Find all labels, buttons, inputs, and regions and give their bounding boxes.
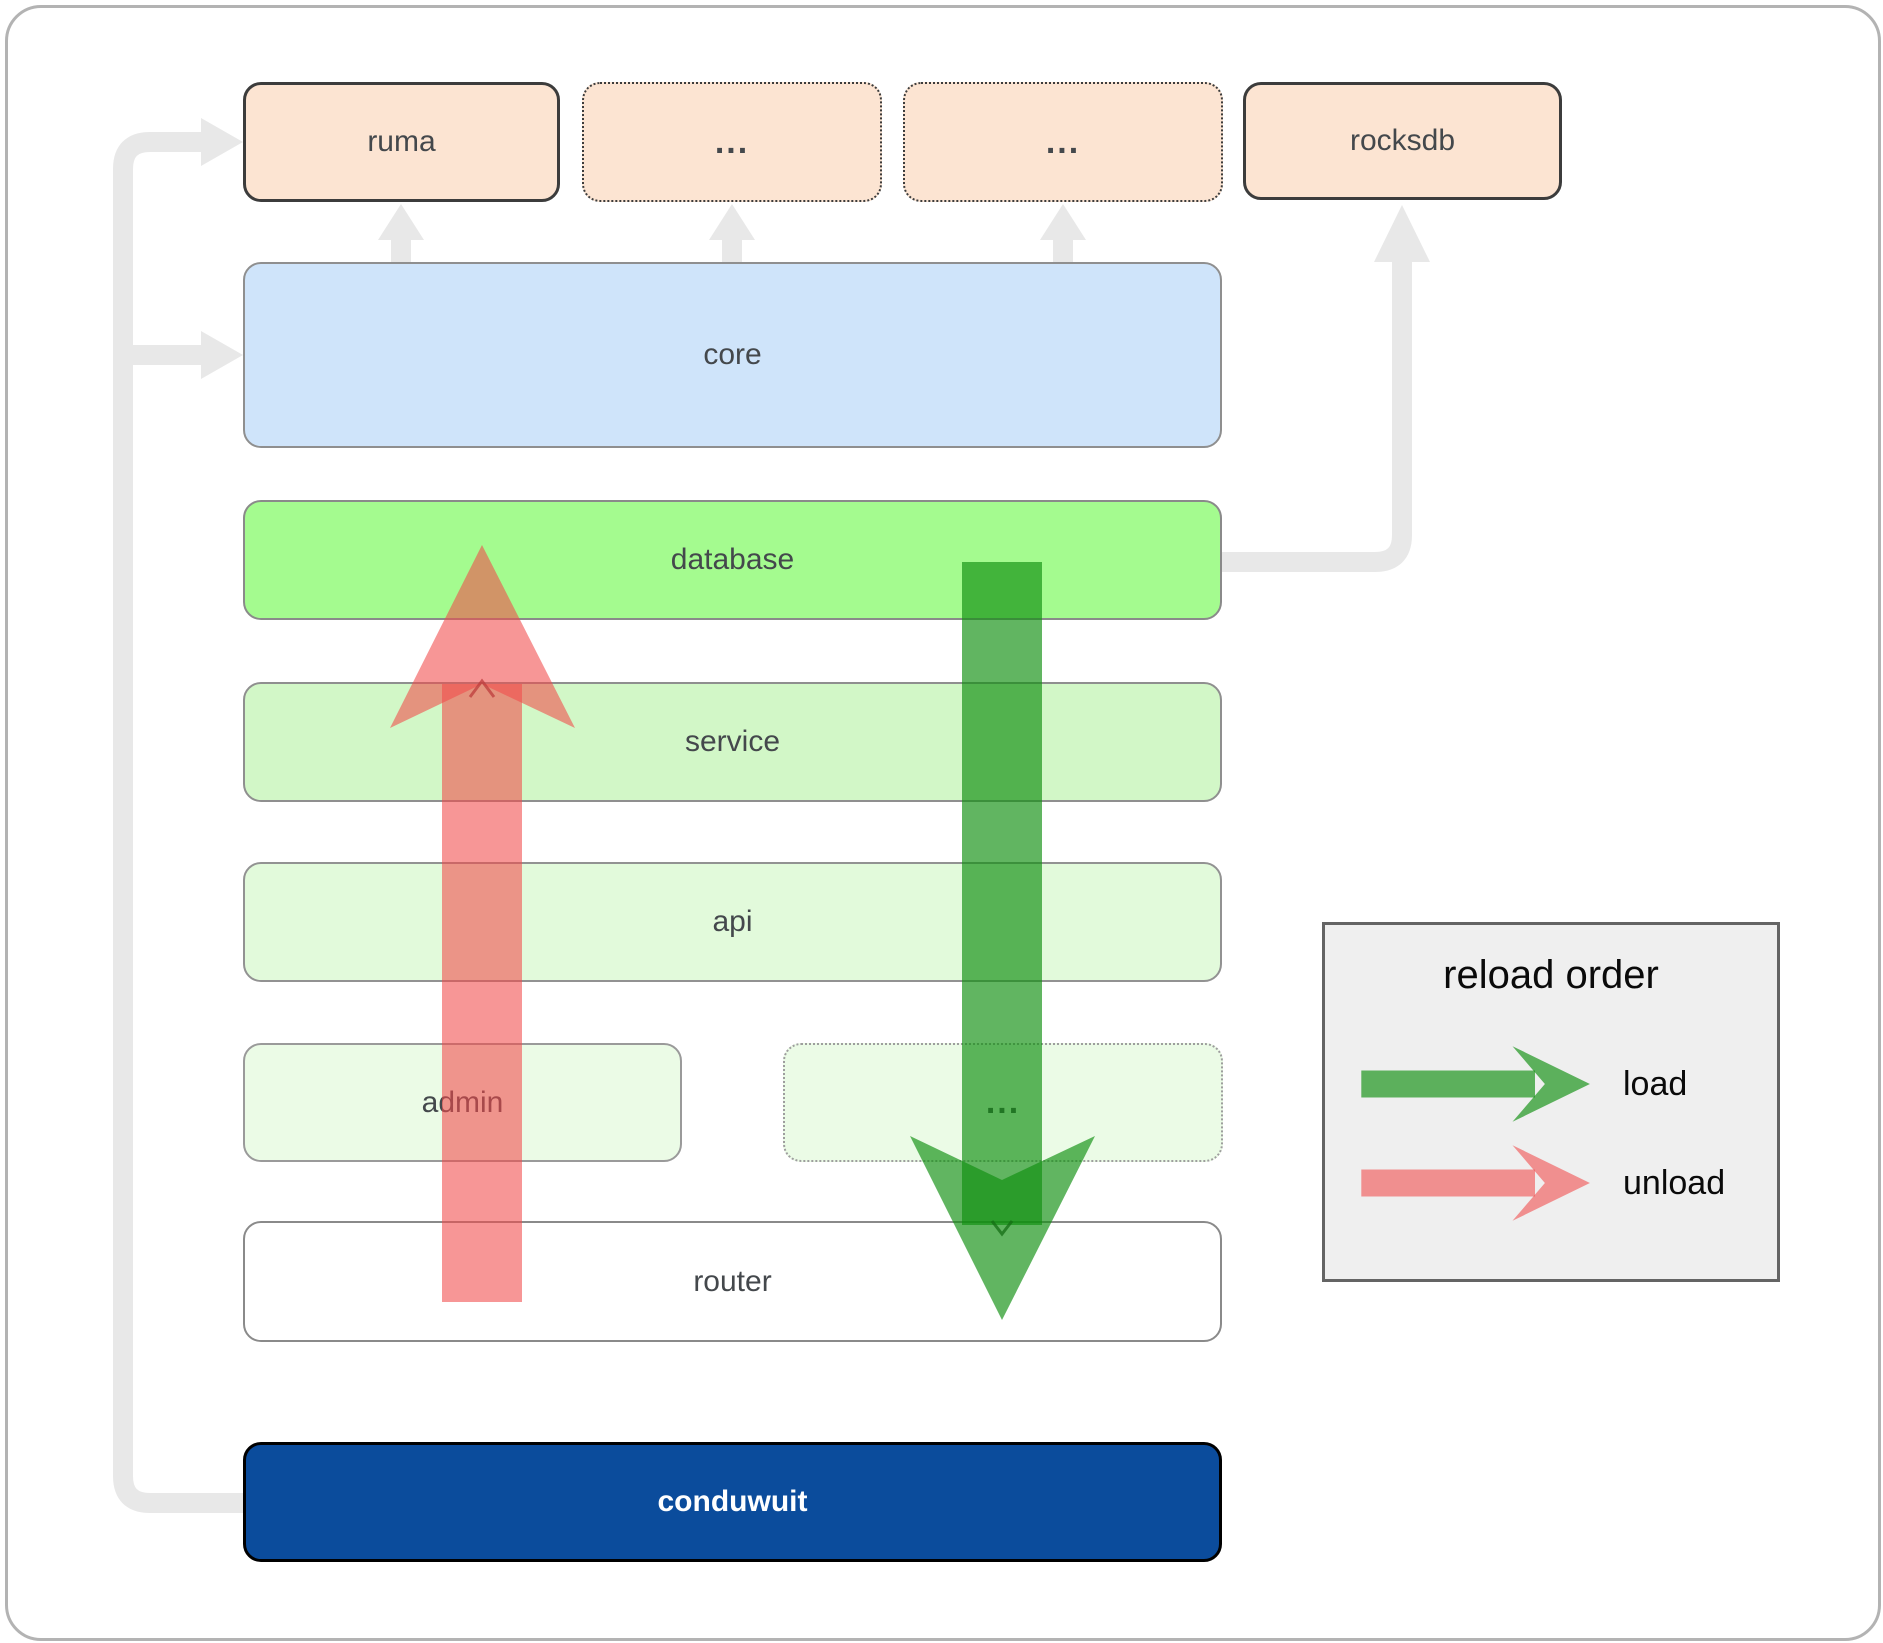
node-ruma: ruma — [243, 82, 560, 202]
node-ruma-label: ruma — [367, 125, 436, 158]
node-router-label: router — [693, 1264, 772, 1298]
node-ext-1-label: ... — [714, 122, 750, 161]
node-conduwuit-label: conduwuit — [657, 1485, 808, 1518]
node-rocksdb: rocksdb — [1243, 82, 1562, 200]
figure-border — [5, 5, 1881, 1641]
load-arrow-icon — [1361, 1046, 1590, 1122]
legend-unload-label: unload — [1623, 1164, 1726, 1202]
legend-title: reload order — [1443, 953, 1659, 997]
node-database-label: database — [670, 543, 795, 576]
node-ext-2-label: ... — [1045, 122, 1081, 161]
node-core-label: core — [703, 338, 762, 371]
node-rocksdb-label: rocksdb — [1349, 124, 1456, 157]
node-ext-1: ... — [582, 82, 882, 202]
node-core: core — [243, 262, 1222, 448]
node-api-label: api — [712, 905, 753, 938]
node-ext-2: ... — [903, 82, 1223, 202]
legend-load-label: load — [1623, 1065, 1688, 1103]
node-conduwuit: conduwuit — [243, 1442, 1222, 1562]
node-api: api — [243, 862, 1222, 982]
node-service-label: service — [684, 725, 781, 758]
legend: reload order load unload — [1322, 922, 1780, 1282]
unload-arrow-icon — [1361, 1145, 1590, 1221]
